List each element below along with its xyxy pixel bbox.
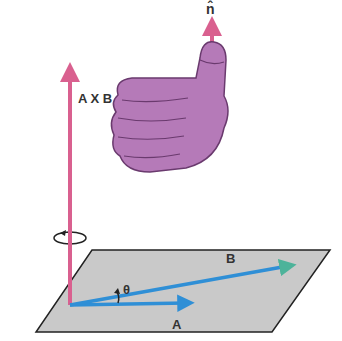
finger-crease [118,118,186,121]
thumbnail [200,60,224,64]
finger-crease [124,154,180,158]
plane [36,250,330,332]
cross-product-vector [68,72,72,305]
finger-crease [118,136,184,139]
vector-b-label: B [226,252,235,266]
rotation-arrowhead [60,230,66,236]
vector-b [70,266,288,305]
unit-normal-label: n̂ [206,2,215,17]
cross-product-label: A X B [78,92,112,106]
finger-crease [122,98,188,102]
angle-label: θ [123,283,130,297]
vector-a-label: A [172,318,181,332]
angle-arrowhead [114,288,120,294]
fist [111,42,228,172]
right-hand [111,42,228,172]
